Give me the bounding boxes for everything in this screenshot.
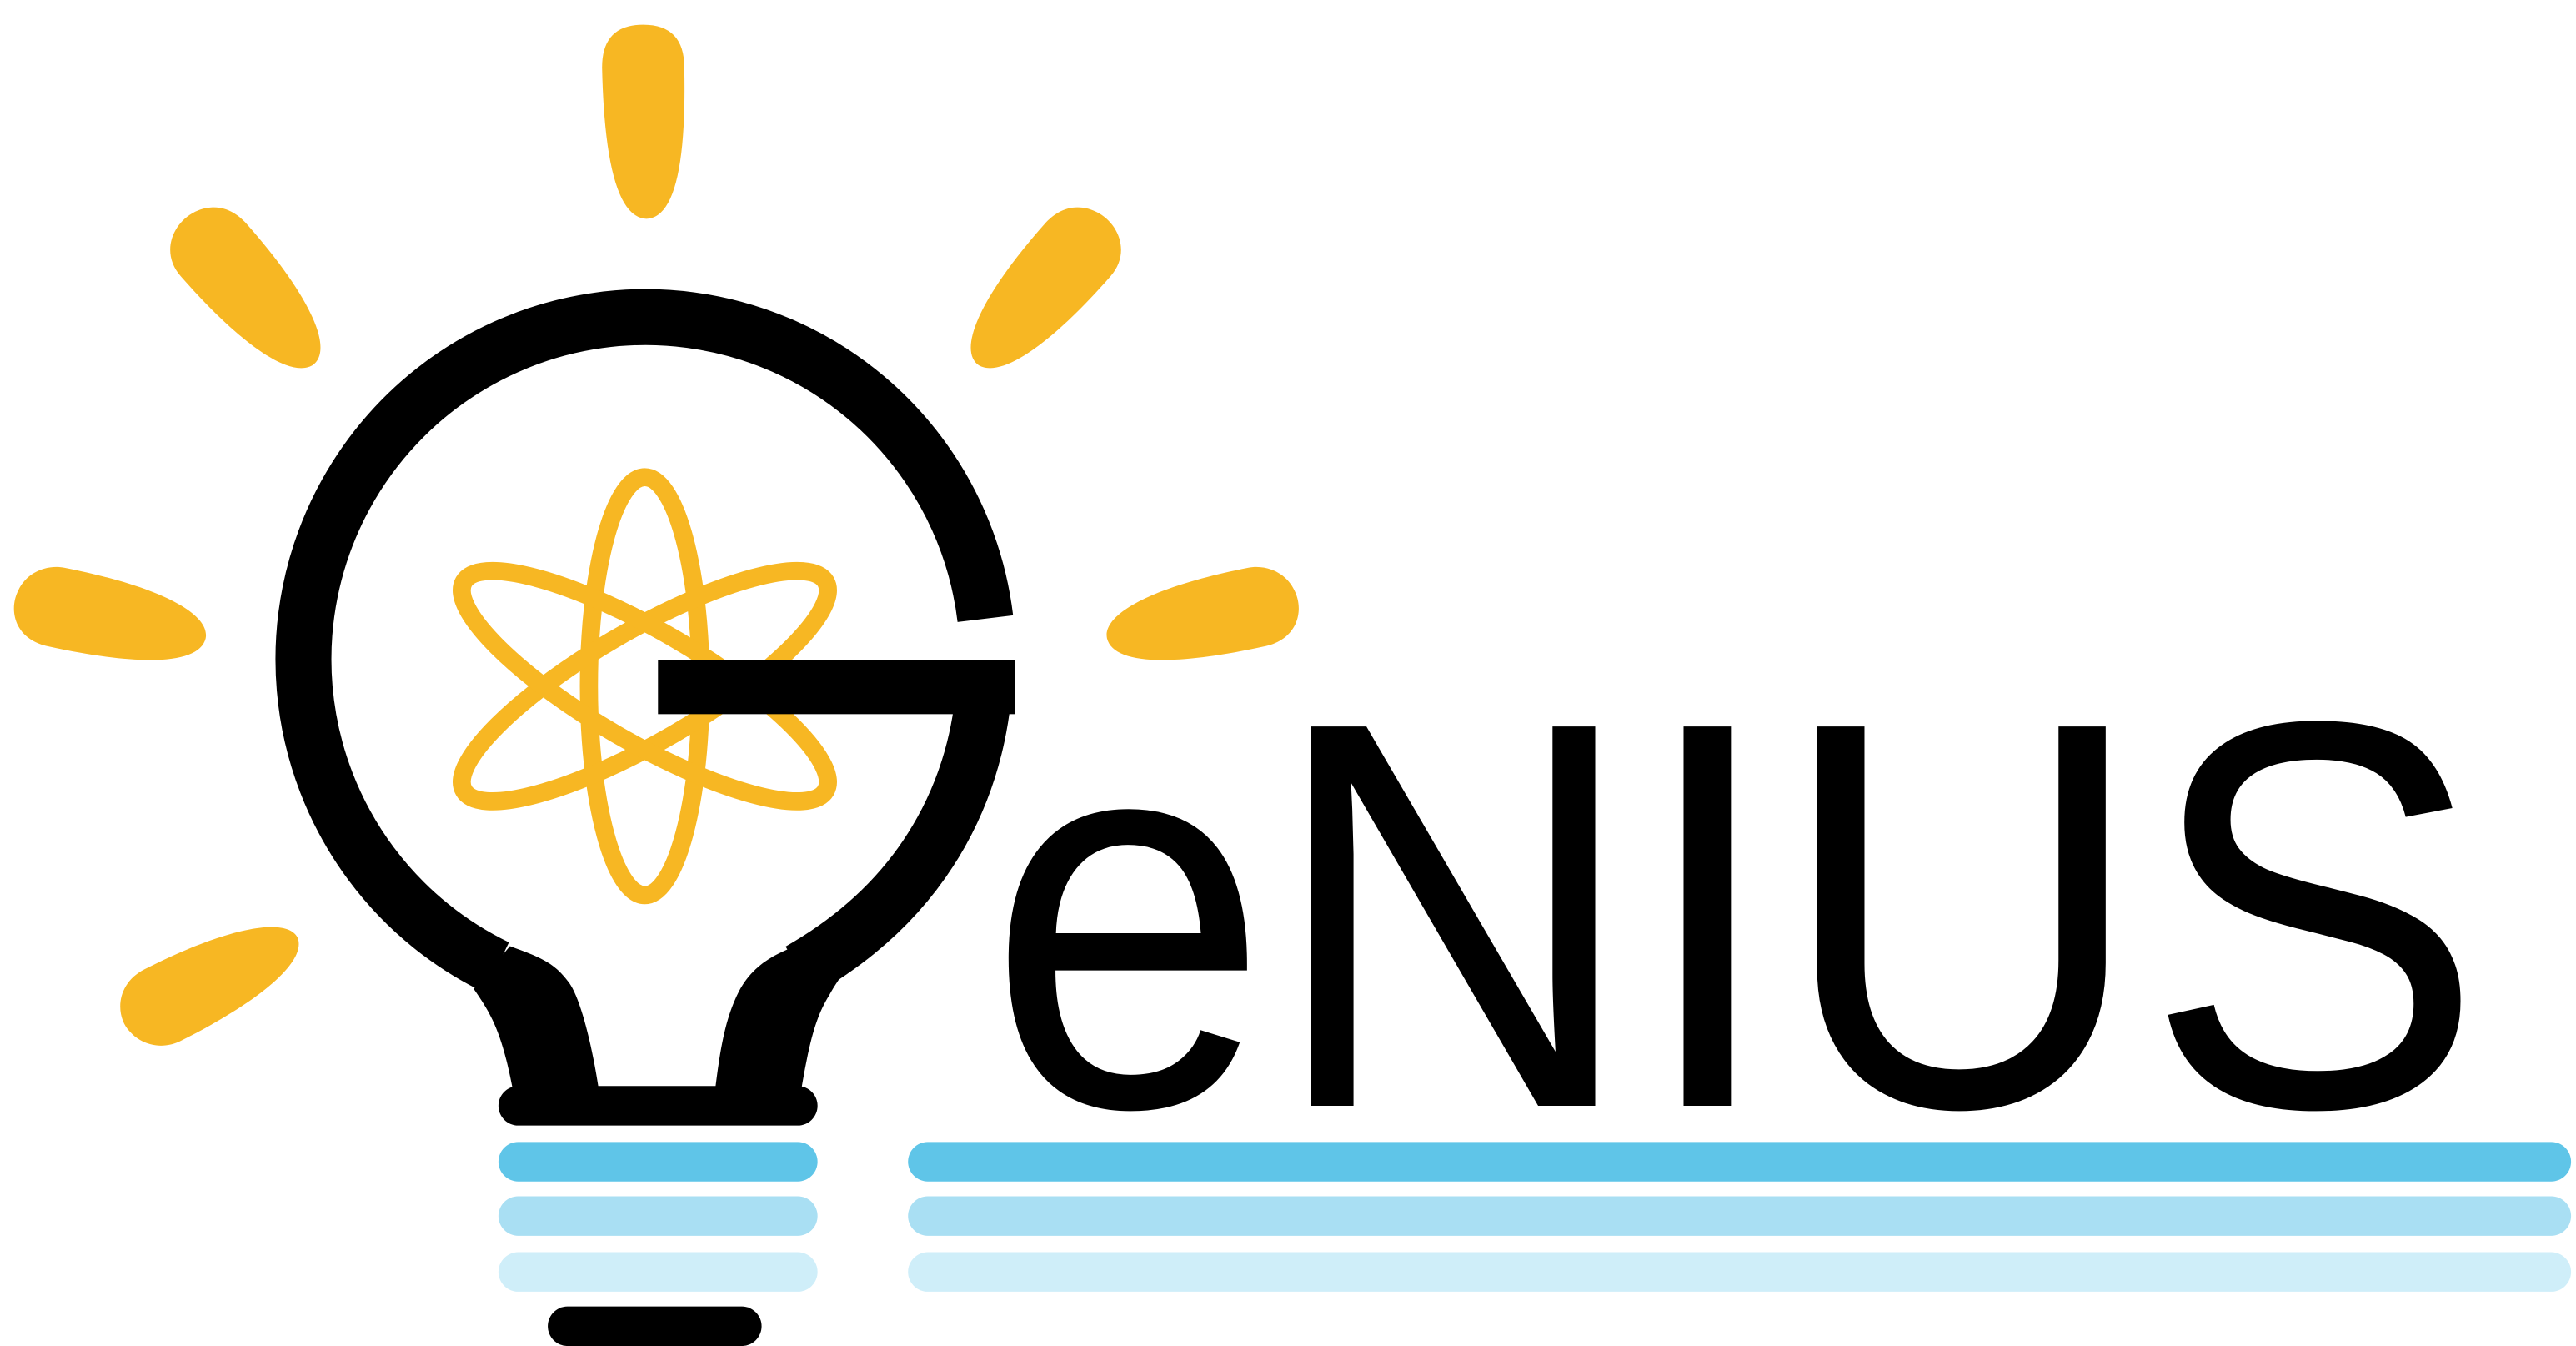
ray-lower-left xyxy=(120,927,299,1046)
g-crossbar xyxy=(658,660,1015,715)
ray-upper-left xyxy=(170,207,321,369)
bulb-g-stroke xyxy=(275,289,1014,993)
bulb-base-lines xyxy=(498,1142,818,1292)
base-line-3 xyxy=(498,1252,818,1292)
base-line-2 xyxy=(498,1196,818,1236)
bulb-outline-icon xyxy=(275,289,1015,1346)
ray-upper-right xyxy=(970,207,1121,369)
bulb-right-neck-base xyxy=(714,946,859,1102)
base-line-1 xyxy=(498,1142,818,1182)
light-rays xyxy=(13,24,1299,1046)
wordmark-text: eNIUS xyxy=(987,608,2484,1223)
stripe-3 xyxy=(908,1252,2572,1292)
stripe-2 xyxy=(908,1196,2572,1236)
bulb-bottom-tip xyxy=(548,1306,762,1346)
atom-orbit-diagonal-a xyxy=(453,561,837,811)
ray-top xyxy=(602,24,685,219)
ray-mid-left xyxy=(13,566,207,660)
bulb-left-neck xyxy=(474,946,601,1102)
atom-orbit-diagonal-b xyxy=(453,561,837,811)
bulb-base-bar xyxy=(498,1086,818,1126)
ray-mid-right xyxy=(1106,566,1299,660)
stripe-1 xyxy=(908,1142,2572,1182)
wordmark-stripes xyxy=(908,1142,2572,1292)
